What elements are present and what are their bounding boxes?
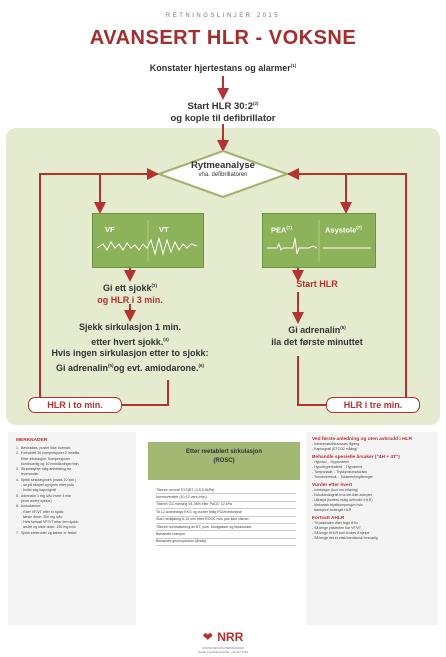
supertitle: RETNINGSLINJER 2015 [165,13,281,19]
shock-line1: Gi ett sjokk [102,283,152,293]
actions-text-3: - Intubasjon (kun om erfaring) - Ekkokar… [312,488,373,512]
footnote-ref: (3) [151,283,158,288]
actions-heading-1: Ved første anledning og uten avbrudd i H… [312,437,412,442]
hlr-two-min-label: HLR i to min. [28,397,122,413]
step-confirm-text: Konstater hjertestans og alarmer [149,63,291,73]
actions-text-2: - Hypoksi, - Hypovolemi - Hypo/hyperkale… [312,460,373,479]
pea-label: PEA(7) [271,225,292,235]
rosc-item: Tilstreb normalisering av BT, puls, blod… [156,524,296,532]
noshock-line1: Hvis ingen sirkulasjon etter to sjokk: [51,348,209,358]
loop-right [287,168,407,405]
actions-heading-3: Vurder etter hvert [312,483,353,488]
start-hlr-text: Start HLR [296,279,338,289]
rosc-item: Tilstreb O2-metning 94-98% eller PaO2: 1… [156,502,296,510]
heart-icon: ❤ [202,630,213,644]
arrow-analysis-to-nonshockable [286,173,352,214]
footnote-ref: (5) [107,362,114,368]
notes-heading: MERKNADER [16,438,48,443]
rosc-item: Ta 12-avlednings EKG og vurder tidlig PC… [156,509,296,517]
non-shockable-rhythm-box: PEA(7) Asystole(7) [262,213,376,268]
footnote-ref: (7) [286,225,292,230]
footnote-ref: (4) [163,336,169,342]
adrenalin-instruction: Gi adrenalin(5) ila det første minuttet [232,322,402,348]
check-line2: etter hvert sjokk. [91,336,164,347]
rosc-heading-line2: (ROSC) [213,458,235,464]
rosc-item: Normoventilér (10-12 vent./min). [156,494,296,502]
logo-text: NRR [217,630,244,644]
rosc-item: Start nedkjøling 5-10 min etter ROSC hvi… [156,517,296,525]
step-start-line2: og kople til defibrillator [170,113,276,125]
footnote-ref: (5) [340,325,346,330]
rhythm-analysis-diamond [158,150,288,198]
loop-left [39,168,159,405]
footnote-ref: (1) [290,63,297,68]
logo-subtitle: NORSK RESUSCITERINGSRÅD [202,646,244,650]
adrenalin-line2: ila det første minuttet [271,336,363,347]
footnote-ref: (7) [356,225,362,230]
asystole-label: Asystole(7) [325,225,362,235]
rhythm-analysis-title: Rytmeanalyse [191,160,255,171]
actions-text-1: - Intravenøs/intraossøs tilgang - Kapnog… [312,442,360,451]
connector-left-bottom [120,380,169,406]
rosc-item: Behandle kramper [156,531,296,539]
rosc-item: Tilstreb normal SYS(BT (4,5-5,5kPa) [156,487,296,495]
actions-panel: Ved første anledning og uten avbrudd i H… [306,432,438,625]
noshock-line2: Gi adrenalin [55,362,108,373]
pea-text: PEA [271,225,287,235]
shock-instruction: Gi ett sjokk(3) og HLR i 3 min. [40,280,220,306]
actions-text-4: - Til pasienten viser tegn til liv - Så … [312,521,378,540]
hlr-three-min-label: HLR i tre min. [326,397,420,413]
step-start-hlr: Start HLR 30:2(2) og kople til defibrill… [0,98,446,125]
rosc-list: Tilstreb normal SYS(BT (4,5-5,5kPa) Norm… [156,487,296,547]
nrr-logo: ❤ NRR NORSK RESUSCITERINGSRÅD Norsk resu… [178,628,268,654]
noshock-line2b: og evt. amiodarone. [113,362,199,373]
check-line1: Sjekk sirkulasjon 1 min. [78,322,182,332]
arrow-analysis-to-shockable [94,173,160,214]
notes-panel: MERKNADER 1. Bevisstløs, puster ikke nor… [8,432,136,625]
asystole-text: Asystole [325,225,357,235]
fine-print: Norsk resuscitaeringsråd - oktober 2015 [198,650,248,654]
rosc-heading: Etter reetablert sirkulasjon (ROSC) [148,442,300,480]
vt-label: VT [159,225,169,234]
footnote-ref: (6) [198,362,205,368]
step-confirm: Konstater hjertestans og alarmer(1) [0,63,446,73]
ecg-trace-icon [96,220,198,262]
ecg-trace-icon [267,220,371,262]
rosc-heading-line1: Etter reetablert sirkulasjon [185,449,263,455]
start-hlr-instruction: Start HLR [232,279,402,291]
page-title: AVANSERT HLR - VOKSNE [89,27,357,49]
actions-heading-4: Fortsatt AHLR [312,516,345,521]
rosc-item: Behandle grunnsykdom (Årsak) [156,539,296,547]
rhythm-analysis-subtitle: vha. defibrillatoren [198,172,248,178]
step-start-line1: Start HLR 30:2 [187,101,253,113]
shock-line2: og HLR i 3 min. [97,294,163,305]
adrenalin-line1: Gi adrenalin [288,325,341,335]
footnote-ref: (2) [252,101,259,106]
shockable-rhythm-box: VF VT [92,213,204,268]
check-instruction: Sjekk sirkulasjon 1 min. etter hvert sjo… [40,322,220,374]
actions-heading-2: Behandle spesielle årsaker ("4H + 4T") [312,455,400,460]
notes-text: 1. Bevisstløs, puster ikke normalt. 2. F… [16,446,81,535]
vf-label: VF [105,225,115,234]
